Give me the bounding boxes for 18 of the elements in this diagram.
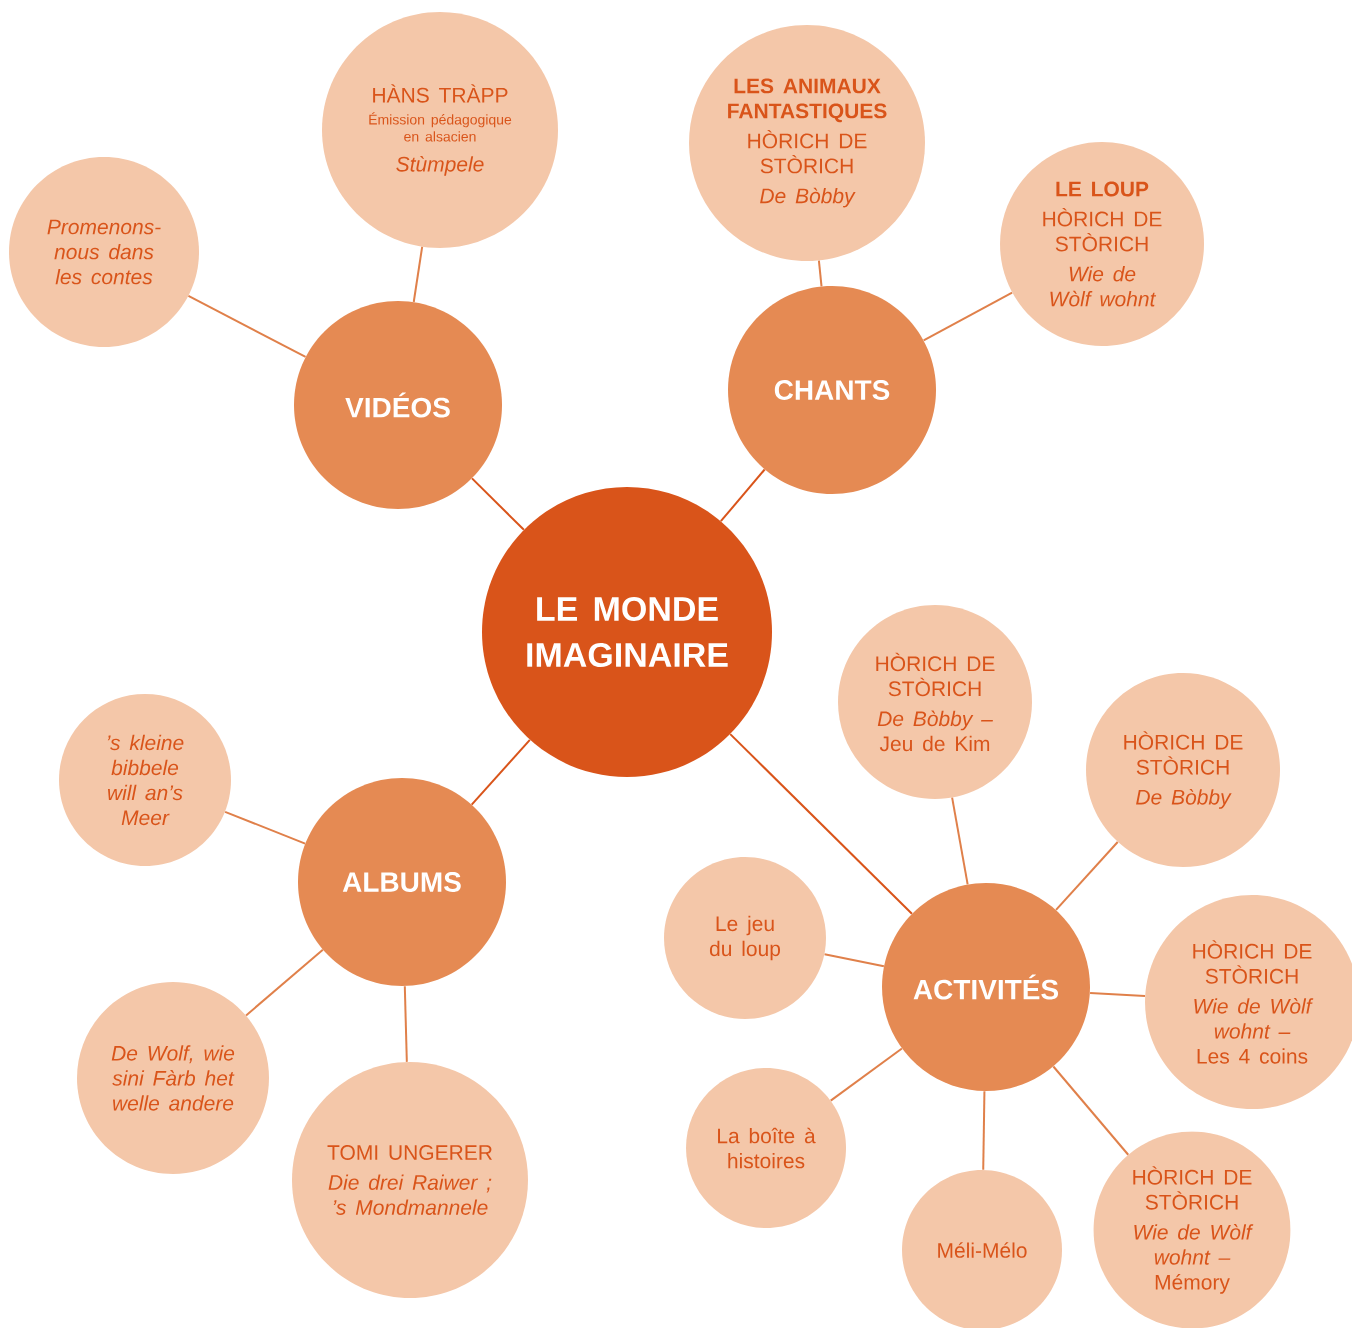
connector-line xyxy=(922,291,1014,342)
connector-line xyxy=(982,1090,986,1171)
connector-line xyxy=(403,985,408,1063)
connector-line xyxy=(823,953,885,968)
connector-line xyxy=(412,245,424,303)
connector-line xyxy=(470,738,531,806)
connector-line xyxy=(951,796,969,886)
connector-line xyxy=(245,948,324,1017)
connector-line xyxy=(1089,991,1146,997)
connector-line xyxy=(471,477,525,531)
connector-line xyxy=(187,294,307,358)
connector-line xyxy=(1052,1065,1130,1156)
connector-line xyxy=(1055,841,1119,911)
connector-line xyxy=(224,810,307,845)
connector-line xyxy=(817,259,823,288)
connector-line xyxy=(829,1047,903,1102)
connector-line xyxy=(719,468,766,523)
connector-line xyxy=(729,733,913,915)
